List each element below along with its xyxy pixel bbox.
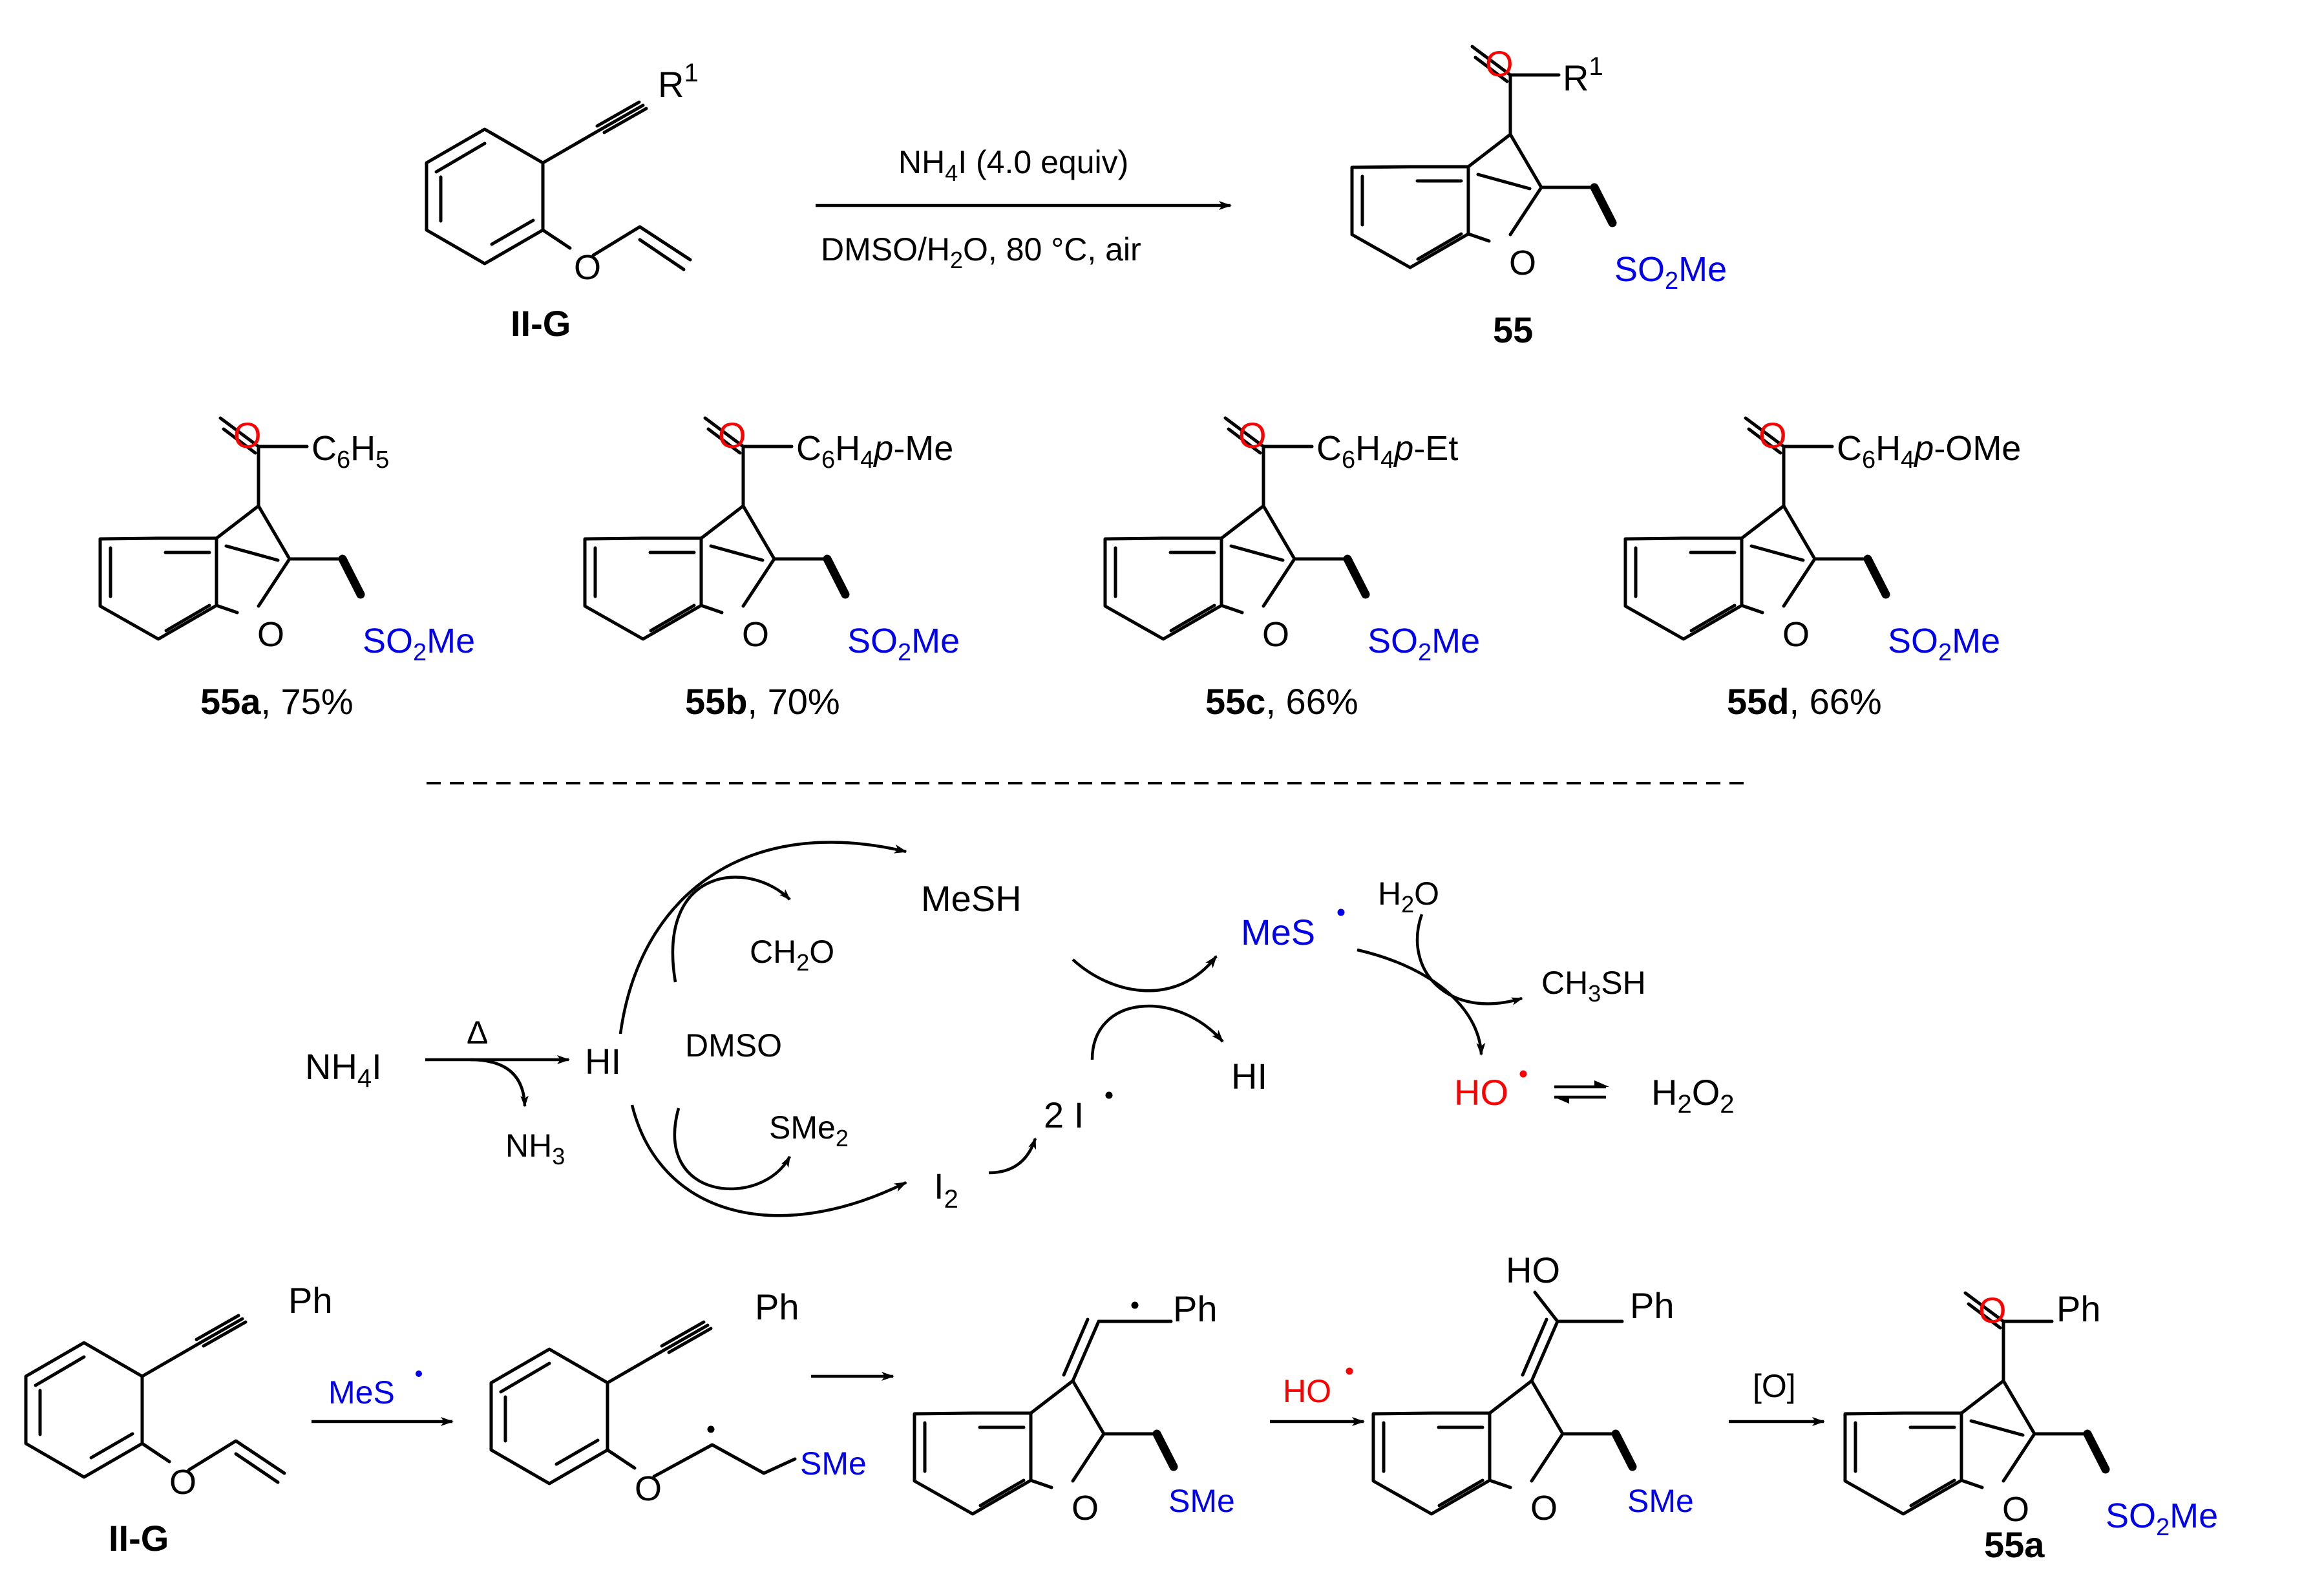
equilibrium-arrows — [1554, 1080, 1609, 1104]
ch2o-release-arrow — [671, 876, 791, 983]
svg-text:O: O — [233, 415, 262, 456]
svg-text:55b, 70%: 55b, 70% — [685, 681, 840, 722]
iodine-to-hi-arrow — [1090, 1004, 1224, 1060]
final-product-label: 55a — [1984, 1524, 2045, 1565]
iodine-radical-dot — [1105, 1091, 1113, 1099]
hi-regenerated: HI — [1231, 1056, 1267, 1097]
oxidant-label: [O] — [1753, 1368, 1796, 1404]
svg-text:O: O — [1782, 615, 1810, 654]
svg-text:55d, 66%: 55d, 66% — [1727, 681, 1882, 722]
int3-oxygen: O — [1530, 1489, 1558, 1528]
phenyl-int2: Ph — [1173, 1288, 1218, 1329]
phenyl-int1: Ph — [755, 1286, 799, 1327]
example-55d: O C6H4p-OMe O SO2Me 55d, 66% — [1625, 415, 2021, 722]
conditions-line: DMSO/H2O, 80 °C, air — [821, 231, 1141, 273]
hi-node: HI — [585, 1041, 621, 1082]
sme2-release-arrow — [673, 1108, 791, 1191]
hydroxyl-radical-dot — [1519, 1070, 1527, 1078]
hi-to-i2-arrow — [630, 1104, 907, 1217]
vinyl-radical-intermediate-structure — [914, 1319, 1174, 1514]
iodine-radical: 2 I — [1044, 1095, 1084, 1135]
reagent-nh4i: NH4I (4.0 equiv) — [898, 144, 1128, 186]
example-55b: O C6H4p-Me O SO2Me 55b, 70% — [585, 415, 960, 722]
r1-label-start: R1 — [658, 59, 699, 105]
svg-text:SO2Me: SO2Me — [1888, 622, 2000, 666]
svg-text:O: O — [1238, 415, 1267, 456]
mes-radical-dot — [1337, 908, 1345, 916]
pathway-start-structure — [26, 1316, 246, 1477]
svg-text:C6H4p-OMe: C6H4p-OMe — [1837, 429, 2021, 474]
svg-text:55a, 75%: 55a, 75% — [200, 681, 354, 722]
final-sulfonyl: SO2Me — [2106, 1496, 2218, 1541]
final-furan-oxygen: O — [2002, 1490, 2029, 1529]
step3-radical-dot — [1346, 1367, 1353, 1375]
ch3sh-byproduct: CH3SH — [1541, 965, 1646, 1007]
dmso-node: DMSO — [685, 1027, 782, 1064]
enol-intermediate-structure — [1373, 1319, 1632, 1514]
nh3-byproduct: NH3 — [505, 1128, 565, 1170]
phenyl-int3: Ph — [1630, 1285, 1674, 1326]
step1-reagent: MeS — [328, 1374, 395, 1411]
example-55a: O C6H5 O SO2Me 55a, 75% — [100, 415, 475, 722]
svg-text:O: O — [1262, 615, 1289, 654]
svg-text:55c, 66%: 55c, 66% — [1205, 681, 1358, 722]
furan-oxygen-product: O — [1509, 244, 1536, 282]
i2-node: I2 — [934, 1166, 958, 1213]
i2-to-iodine-radical-arrow — [988, 1137, 1037, 1175]
svg-text:C6H4p-Et: C6H4p-Et — [1316, 429, 1458, 474]
mesh-node: MeSH — [921, 878, 1022, 919]
mes-to-ho-arrow — [1357, 948, 1486, 1056]
pathway-start-label: II-G — [109, 1518, 169, 1559]
hydrogen-peroxide: H2O2 — [1651, 1072, 1735, 1118]
step3-reagent: HO — [1283, 1373, 1331, 1409]
starting-material-label: II-G — [511, 303, 571, 344]
int3-sme: SMe — [1627, 1483, 1694, 1519]
final-ketone-oxygen: O — [1978, 1290, 2007, 1330]
mes-radical: MeS — [1241, 912, 1315, 952]
svg-text:O: O — [1759, 415, 1787, 456]
int2-sme: SMe — [1168, 1483, 1235, 1519]
radical-intermediate-structure — [491, 1322, 711, 1484]
svg-text:O: O — [742, 615, 769, 654]
nh3-release-arrow — [470, 1058, 529, 1108]
svg-text:O: O — [257, 615, 284, 654]
hydroxyl-radical: HO — [1454, 1072, 1508, 1113]
phenyl-start: Ph — [288, 1280, 333, 1321]
hi-to-mesh-arrow — [618, 841, 907, 1034]
ch3sh-release-arrow — [1415, 914, 1523, 1005]
vinyl-radical-dot — [1131, 1301, 1139, 1309]
water-reagent: H2O — [1378, 876, 1439, 918]
ketone-oxygen: O — [1485, 43, 1514, 84]
enol-hydroxyl: HO — [1506, 1250, 1560, 1290]
svg-text:C6H5: C6H5 — [312, 429, 389, 474]
svg-text:C6H4p-Me: C6H4p-Me — [796, 429, 953, 474]
r1-label-product: R1 — [1563, 52, 1603, 98]
svg-text:O: O — [718, 415, 746, 456]
int2-oxygen: O — [1072, 1489, 1099, 1528]
svg-text:SO2Me: SO2Me — [1368, 622, 1480, 666]
svg-text:SO2Me: SO2Me — [847, 622, 960, 666]
carbon-radical-dot — [707, 1425, 715, 1433]
ch2o-byproduct: CH2O — [750, 934, 834, 976]
starting-material-structure — [427, 102, 646, 264]
step1-radical-dot — [416, 1370, 422, 1377]
svg-text:SO2Me: SO2Me — [363, 622, 475, 666]
heat-symbol: Δ — [467, 1014, 488, 1051]
int1-sme: SMe — [800, 1445, 867, 1482]
example-55c: O C6H4p-Et O SO2Me 55c, 66% — [1105, 415, 1480, 722]
nh4i-start: NH4I — [305, 1046, 382, 1093]
sulfonyl-product: SO2Me — [1614, 250, 1727, 295]
phenyl-final: Ph — [2056, 1288, 2101, 1329]
product-label: 55 — [1493, 310, 1533, 350]
mesh-to-mes-arrow — [1072, 955, 1218, 992]
sme2-byproduct: SMe2 — [769, 1109, 849, 1151]
